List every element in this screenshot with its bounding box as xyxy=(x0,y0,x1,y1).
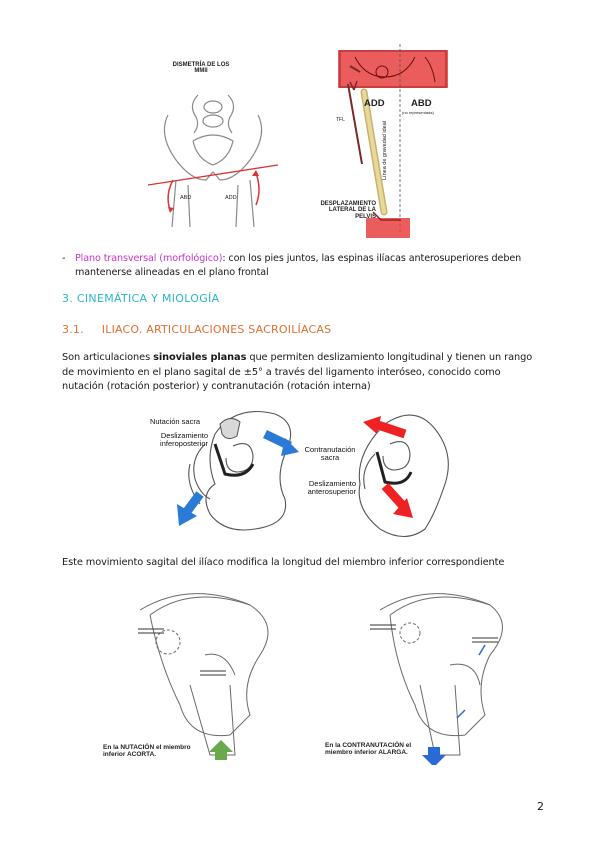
fig2-label-contra: Contranutación sacra xyxy=(304,445,356,462)
figure1-left-abd: ABD xyxy=(180,195,192,201)
fig3-caption-left-bold: NUTACIÓN xyxy=(120,744,155,751)
figure1-right-abd-note: (no representada) xyxy=(402,110,434,115)
fig3-caption-right-2: el miembro inferior ALARGA. xyxy=(325,742,412,756)
fig2-label-desl-ip: Deslizamiento inferoposterior xyxy=(160,431,208,448)
paragraph-part2: que permiten deslizamiento longitudinal … xyxy=(62,352,533,392)
bullet-text: Plano transversal (morfológico): con los… xyxy=(75,252,541,280)
fig2-label-desl-as: Deslizamiento anterosuperior xyxy=(307,479,356,496)
paragraph-bold: sinoviales planas xyxy=(153,352,247,363)
figure-pelvis-dysmetry xyxy=(148,45,278,227)
figure1-right-abd: ABD xyxy=(411,98,432,109)
bullet-dash: - xyxy=(62,253,66,264)
figure1-left-add: ADD xyxy=(225,195,237,201)
fig3-caption-left-2: el miembro inferior ACORTA. xyxy=(103,744,191,758)
subsection-heading: 3.1. ILIACO. ARTICULACIONES SACROILÍACAS xyxy=(62,323,331,336)
figure1-left-title: DISMETRÍA DE LOS MMII xyxy=(172,62,230,75)
fig3-caption-left: En la NUTACIÓN el miembro inferior ACORT… xyxy=(103,744,193,759)
figure1-right-vertical-label: Línea de gravedad ideal xyxy=(382,120,388,180)
figure1-right-add: ADD xyxy=(364,98,385,109)
fig3-caption-right-1: En la xyxy=(325,742,343,749)
subsection-title: ILIACO. ARTICULACIONES SACROILÍACAS xyxy=(101,323,332,336)
fig3-caption-right: En la CONTRANUTACIÓN el miembro inferior… xyxy=(325,742,415,757)
page-number: 2 xyxy=(537,800,544,813)
paragraph-sacroiliac: Son articulaciones sinoviales planas que… xyxy=(62,351,538,395)
figure-limb-length xyxy=(120,585,510,765)
fig3-caption-right-bold: CONTRANUTACIÓN xyxy=(342,742,404,749)
section-heading: 3. CINEMÁTICA Y MIOLOGÍA xyxy=(62,292,220,305)
bullet-highlight: Plano transversal (morfológico) xyxy=(75,253,223,264)
fig2-label-nutacion: Nutación sacra xyxy=(150,417,201,426)
figure1-right-caption: DESPLAZAMIENTO LATERAL DE LA PELVIS xyxy=(320,201,376,220)
figure1-right-tfl: TFL xyxy=(336,117,345,123)
paragraph-part1: Son articulaciones xyxy=(62,352,154,363)
fig3-caption-left-1: En la xyxy=(103,744,121,751)
figure-lateral-pelvis-displacement xyxy=(300,42,455,240)
paragraph-sagittal-movement: Este movimiento sagital del ilíaco modif… xyxy=(62,557,505,568)
subsection-number: 3.1. xyxy=(62,323,84,336)
figure-nutation xyxy=(145,404,465,539)
bullet-body: : con los pies juntos, las espinas ilíac… xyxy=(75,253,522,278)
